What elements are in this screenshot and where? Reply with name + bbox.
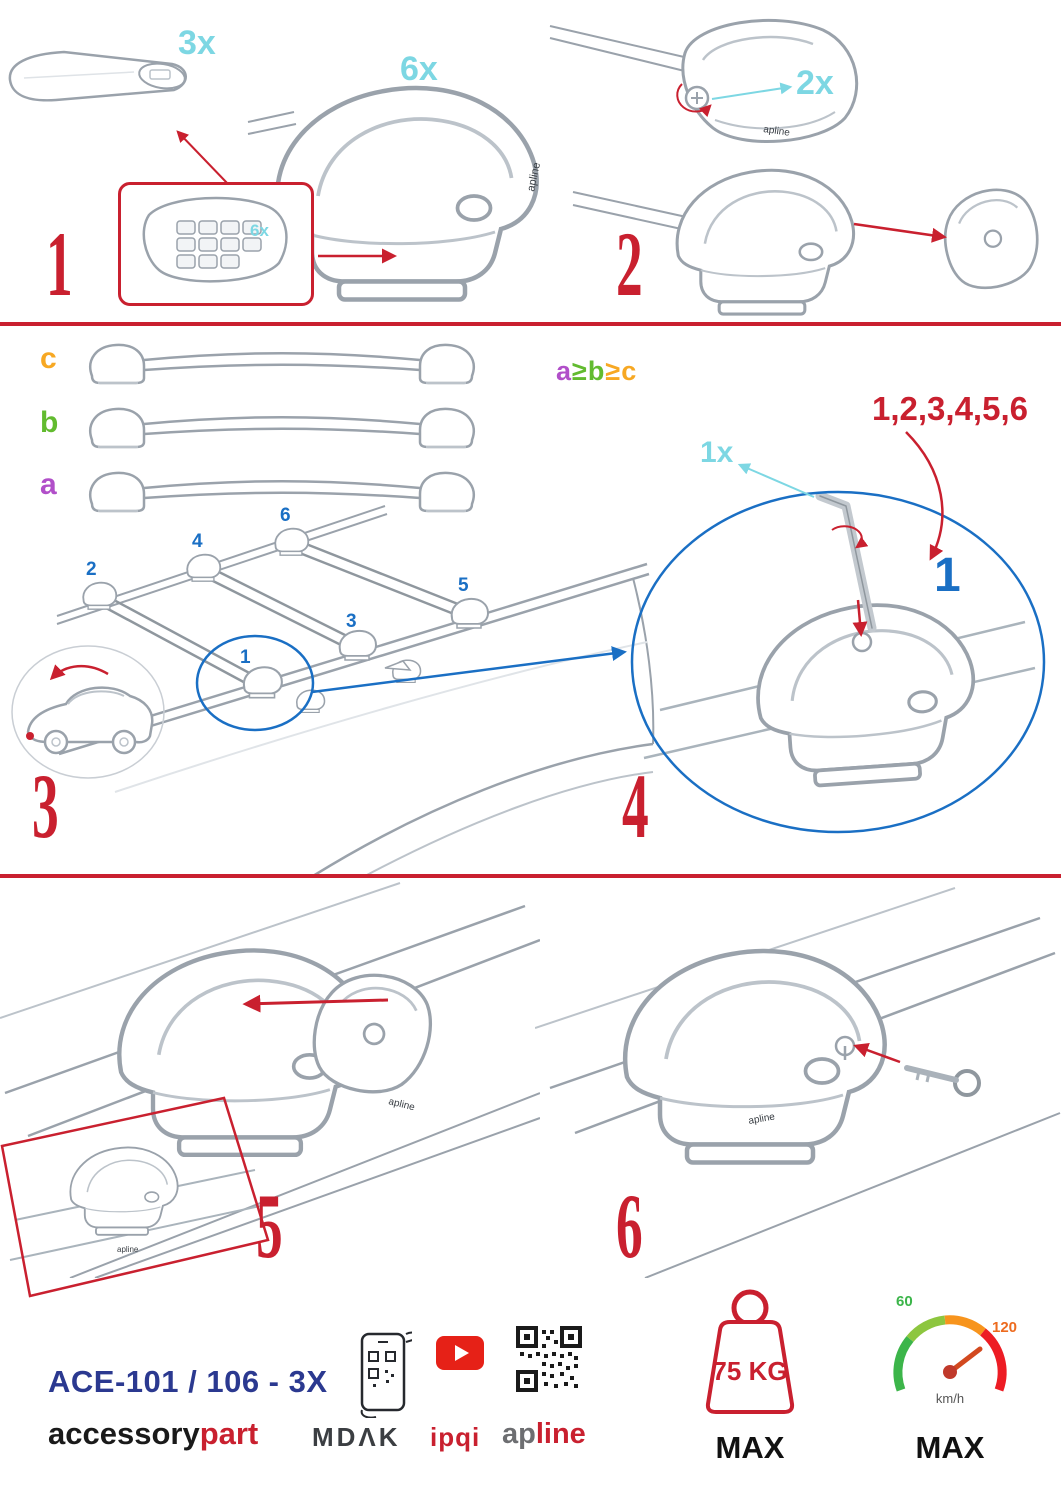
apline-logo-on-clamp: apline: [748, 1111, 777, 1127]
max-weight-value: 75 KG: [712, 1356, 788, 1386]
key-quantity-label: 2x: [796, 64, 834, 102]
inset-parallelogram-frame: [0, 1096, 270, 1298]
section-divider-bottom: [0, 874, 1061, 878]
clamp-and-cover-illustration-step2: [572, 168, 1043, 316]
mdak-logo: MDΛK: [312, 1422, 401, 1452]
arrow-key-to-1x: [737, 463, 815, 498]
position-label-4: 4: [192, 531, 203, 552]
apline-logo-on-clamp: apline: [763, 124, 791, 139]
crossbar-profile-illustration: [8, 50, 187, 102]
apline-line: line: [535, 1418, 586, 1450]
step-2-number: 2: [616, 213, 643, 315]
formula-b: b: [587, 356, 606, 386]
ipqi-logo: ipqi: [430, 1422, 481, 1452]
clamp-top-illustration-step2: apline: [549, 18, 859, 143]
bar-label-b: b: [40, 406, 59, 439]
lock-key-icon: [904, 1065, 981, 1097]
bar-order-formula: a≥b≥c: [556, 358, 637, 385]
formula-a: a: [556, 356, 573, 386]
crossbar-assembly-c: [89, 343, 475, 385]
qr-code-icon: [516, 1326, 582, 1392]
lock-key-illustration-step6: apline: [535, 887, 1061, 1278]
apline-logo: apline: [502, 1420, 586, 1449]
brand-logo: accessorypart: [48, 1418, 258, 1449]
weight-limit-icon: [705, 1289, 795, 1414]
gauge-unit-label: km/h: [935, 1391, 965, 1406]
max-speed-label: MAX: [915, 1430, 985, 1465]
key-count-label: 1x: [700, 436, 734, 469]
model-code: ACE-101 / 106 - 3X: [48, 1364, 328, 1399]
front-direction-arrow: [49, 664, 109, 681]
sequence-curved-arrow: [905, 431, 944, 561]
position-label-5: 5: [458, 575, 469, 596]
car-direction-inset: [11, 645, 165, 779]
speedometer-icon: [893, 1315, 1007, 1392]
key-rotation-arrow: [831, 525, 869, 549]
step-6-number: 6: [616, 1175, 643, 1277]
cover-removal-illustration-step5: apline: [0, 882, 540, 1278]
arrow-clamp-to-cover: [853, 222, 947, 243]
step-4-number: 4: [622, 755, 649, 857]
bar-label-a: a: [40, 468, 57, 501]
zoom-ellipse: [630, 490, 1046, 834]
arrow-to-bar-end: [176, 130, 229, 185]
tightening-screw-icon: [684, 85, 710, 111]
section-divider-top: [0, 322, 1061, 326]
front-marker-dot: [26, 732, 34, 740]
youtube-play-icon: [436, 1336, 484, 1370]
keyhole-icon: [834, 1035, 856, 1060]
apline-logo-on-clamp: apline: [525, 161, 543, 192]
gauge-high-label: 120: [992, 1319, 1018, 1336]
step-3-number: 3: [32, 755, 59, 857]
screw-rotation-arrow: [676, 83, 712, 118]
position-label-1: 1: [240, 647, 251, 668]
brand-accessory: accessory: [48, 1416, 200, 1451]
position-1-highlight-circle: [195, 634, 315, 732]
clamp-underside-inset: [118, 182, 314, 306]
crossbar-assembly-a: [89, 471, 475, 513]
gauge-low-label: 60: [896, 1293, 913, 1310]
clamp-illustration-step1: apline: [247, 62, 543, 307]
formula-ge2: ≥: [605, 356, 622, 386]
arrow-cover-to-clamp: [242, 994, 389, 1013]
step-1-number: 1: [46, 213, 73, 315]
clamp-underside-illustration: [142, 196, 288, 283]
roof-antenna-fin: [384, 660, 412, 671]
clamp-tightening-zoom-illustration: [643, 491, 1036, 792]
apline-logo-on-clamp: apline: [117, 1245, 139, 1254]
bar-quantity-label: 3x: [178, 24, 216, 62]
crossbar-assembly-b: [89, 407, 475, 449]
formula-ge1: ≥: [572, 356, 588, 386]
torque-step-number: 1: [934, 549, 961, 602]
arrow-screw-to-2x: [711, 82, 793, 100]
inset-quantity-label: 6x: [250, 221, 269, 240]
bar-label-c: c: [40, 342, 57, 375]
step-5-number: 5: [256, 1175, 283, 1277]
position-label-3: 3: [346, 611, 357, 632]
arrow-key-to-screw: [852, 599, 868, 637]
max-weight-label: MAX: [715, 1430, 785, 1465]
position-label-2: 2: [86, 559, 97, 580]
brand-part: part: [199, 1416, 259, 1451]
mounted-clamp-inset-step5: apline: [9, 1146, 266, 1261]
phone-qr-scan-icon: [360, 1331, 412, 1418]
clamp-quantity-label: 6x: [400, 50, 438, 88]
arrow-foot-to-zoom: [311, 646, 627, 694]
position-label-6: 6: [280, 505, 291, 526]
formula-c: c: [621, 356, 638, 386]
tightening-sequence-label: 1,2,3,4,5,6: [872, 390, 1028, 427]
arrow-key-to-lock: [853, 1043, 901, 1064]
apline-ap: ap: [502, 1418, 536, 1450]
